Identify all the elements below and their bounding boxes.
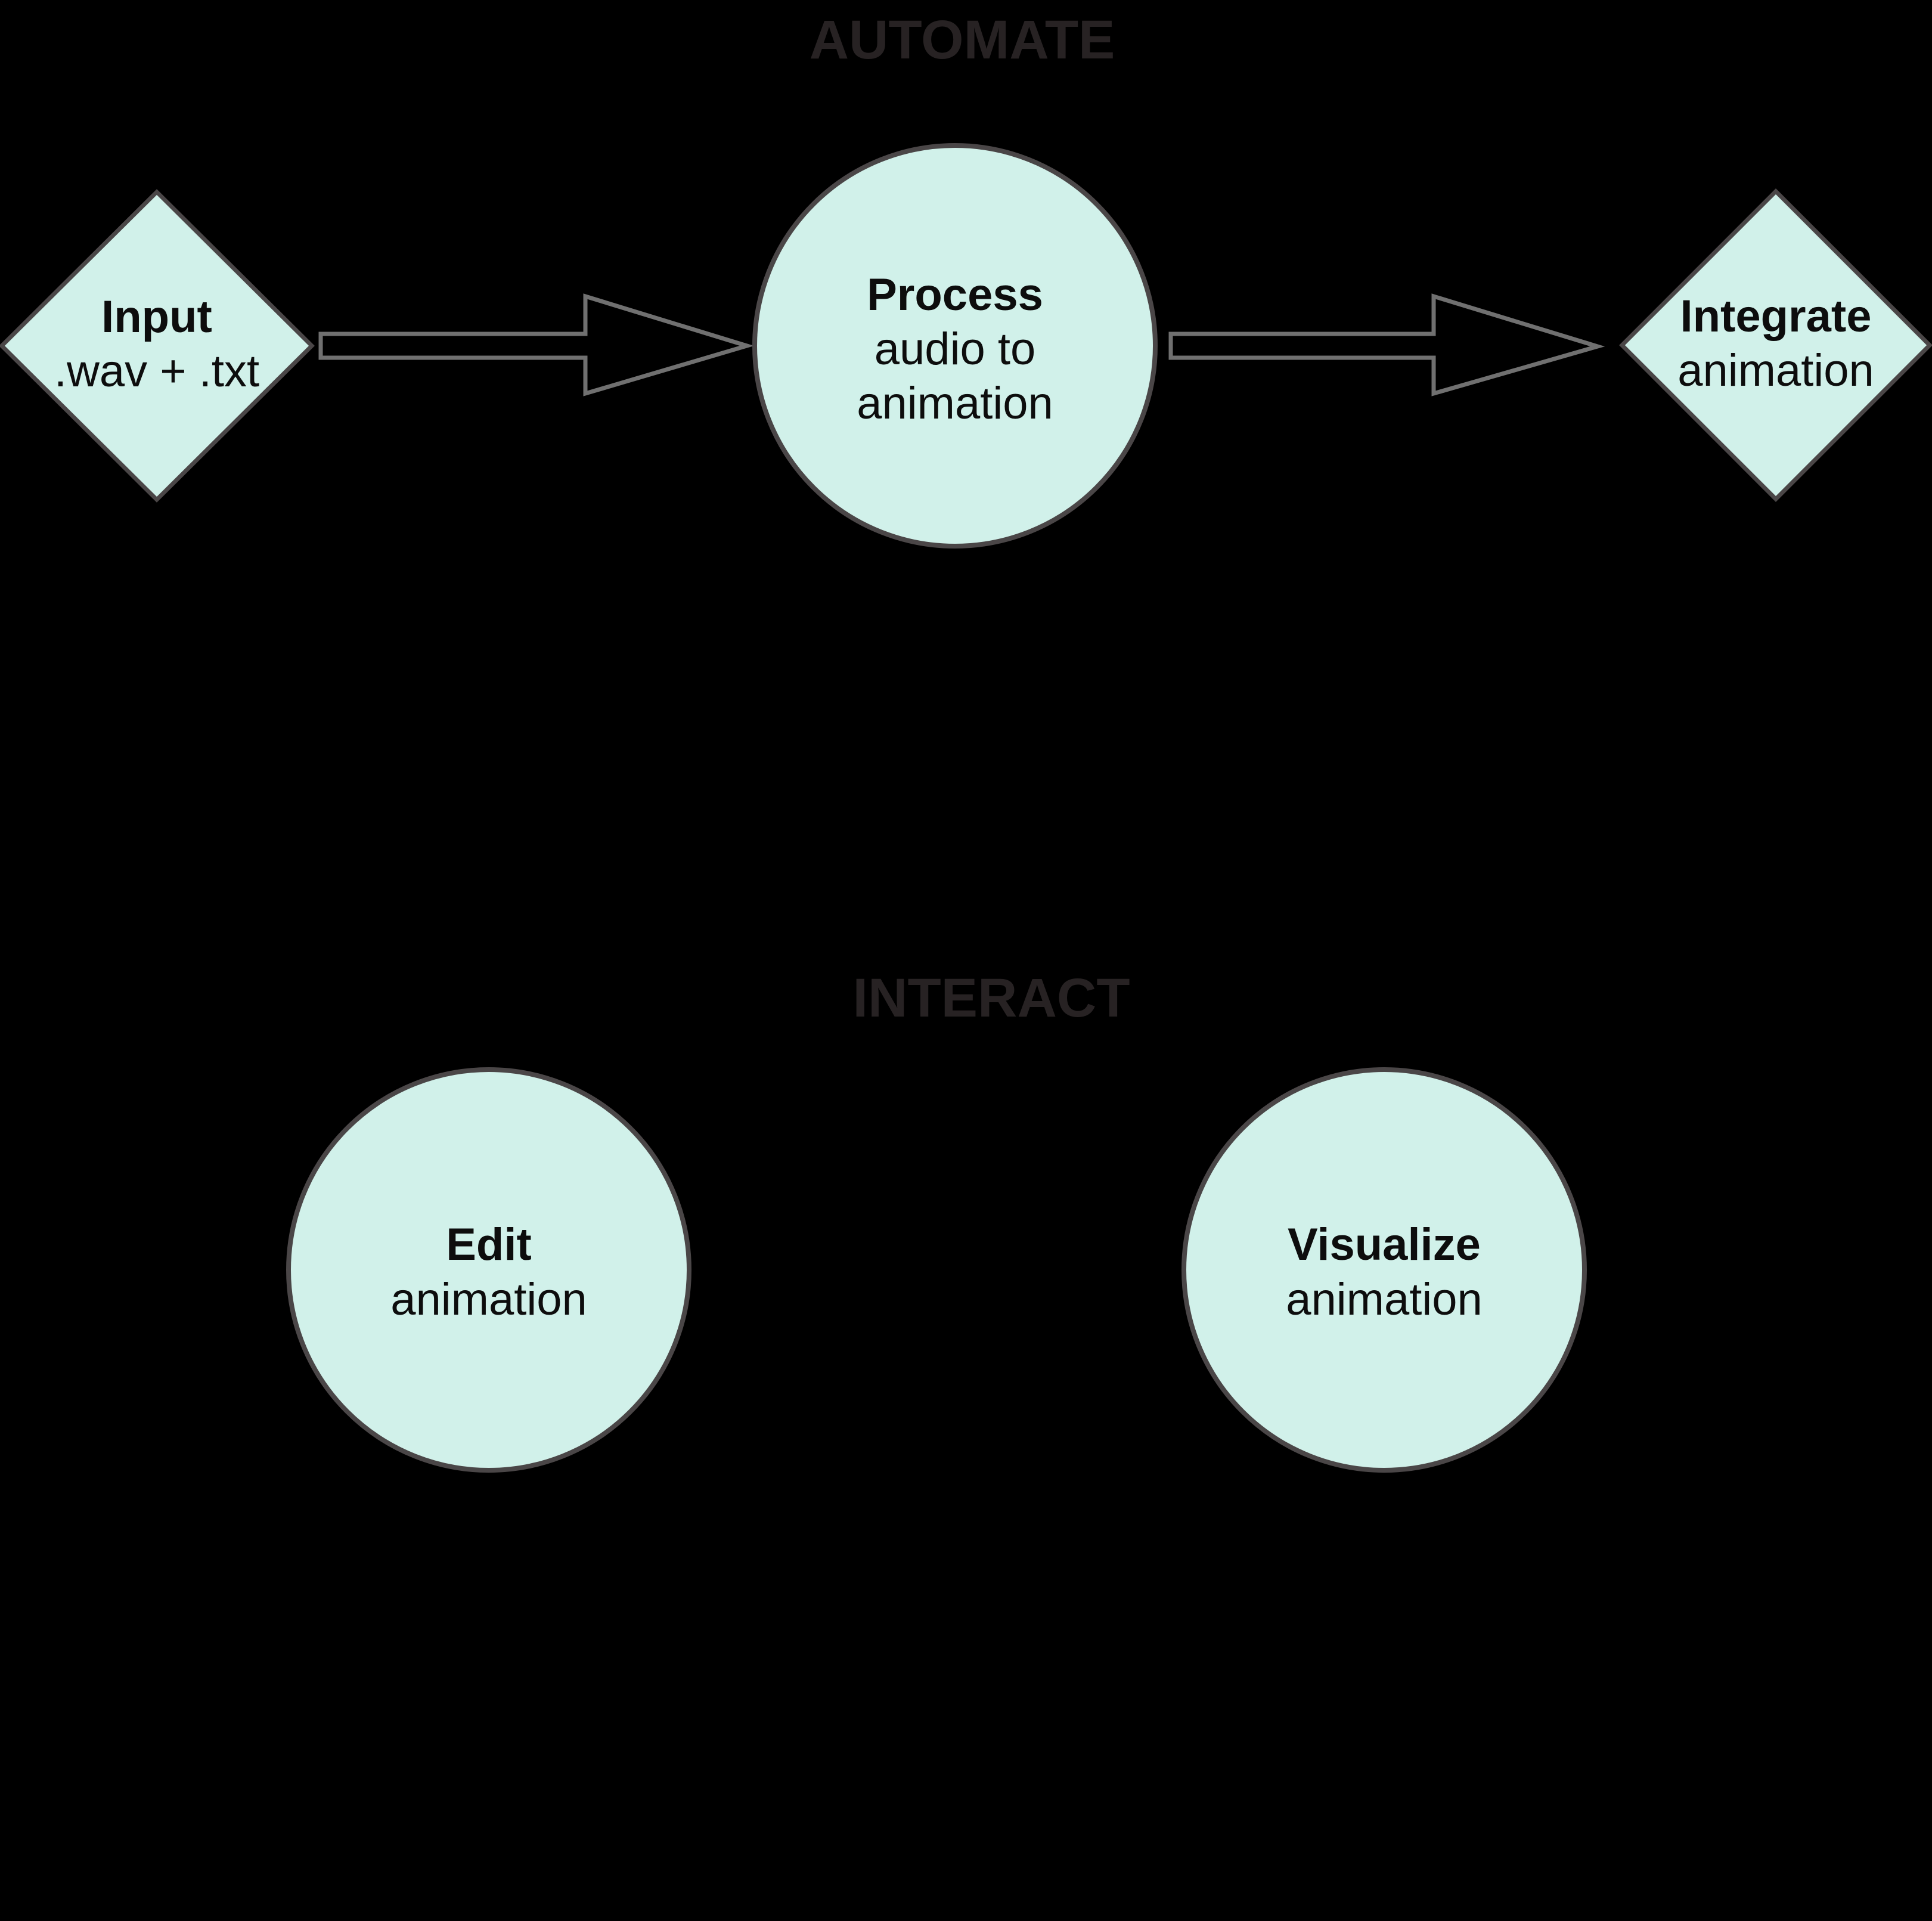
visualize-title: Visualize xyxy=(1288,1219,1481,1270)
input-subtitle: .wav + .txt xyxy=(54,346,259,396)
node-process: Process audio to animation xyxy=(752,143,1158,549)
process-title: Process xyxy=(867,269,1043,320)
section-title-interact: INTERACT xyxy=(852,968,1130,1028)
integrate-title: Integrate xyxy=(1680,291,1872,342)
process-circle-shape xyxy=(752,143,1158,549)
right-arrow-icon xyxy=(1168,293,1605,396)
input-title: Input xyxy=(101,292,212,342)
node-integrate: Integrate animation xyxy=(1619,188,1932,502)
edit-circle-shape xyxy=(286,1067,691,1473)
visualize-subtitle: animation xyxy=(1286,1274,1483,1325)
node-visualize: Visualize animation xyxy=(1181,1067,1587,1473)
node-input: Input .wav + .txt xyxy=(0,189,315,503)
input-diamond-shape xyxy=(0,189,315,503)
flow-arrow-input-to-process xyxy=(318,293,755,396)
integrate-subtitle: animation xyxy=(1677,345,1874,396)
process-subtitle-line1: audio to xyxy=(874,324,1035,374)
node-edit: Edit animation xyxy=(286,1067,691,1473)
flow-arrow-process-to-integrate xyxy=(1168,293,1605,396)
edit-subtitle: animation xyxy=(390,1274,587,1325)
visualize-circle-shape xyxy=(1181,1067,1587,1473)
integrate-diamond-shape xyxy=(1619,188,1932,502)
process-subtitle-line2: animation xyxy=(857,378,1053,429)
right-arrow-icon xyxy=(318,293,755,396)
section-title-automate: AUTOMATE xyxy=(810,10,1115,70)
edit-title: Edit xyxy=(446,1219,532,1270)
